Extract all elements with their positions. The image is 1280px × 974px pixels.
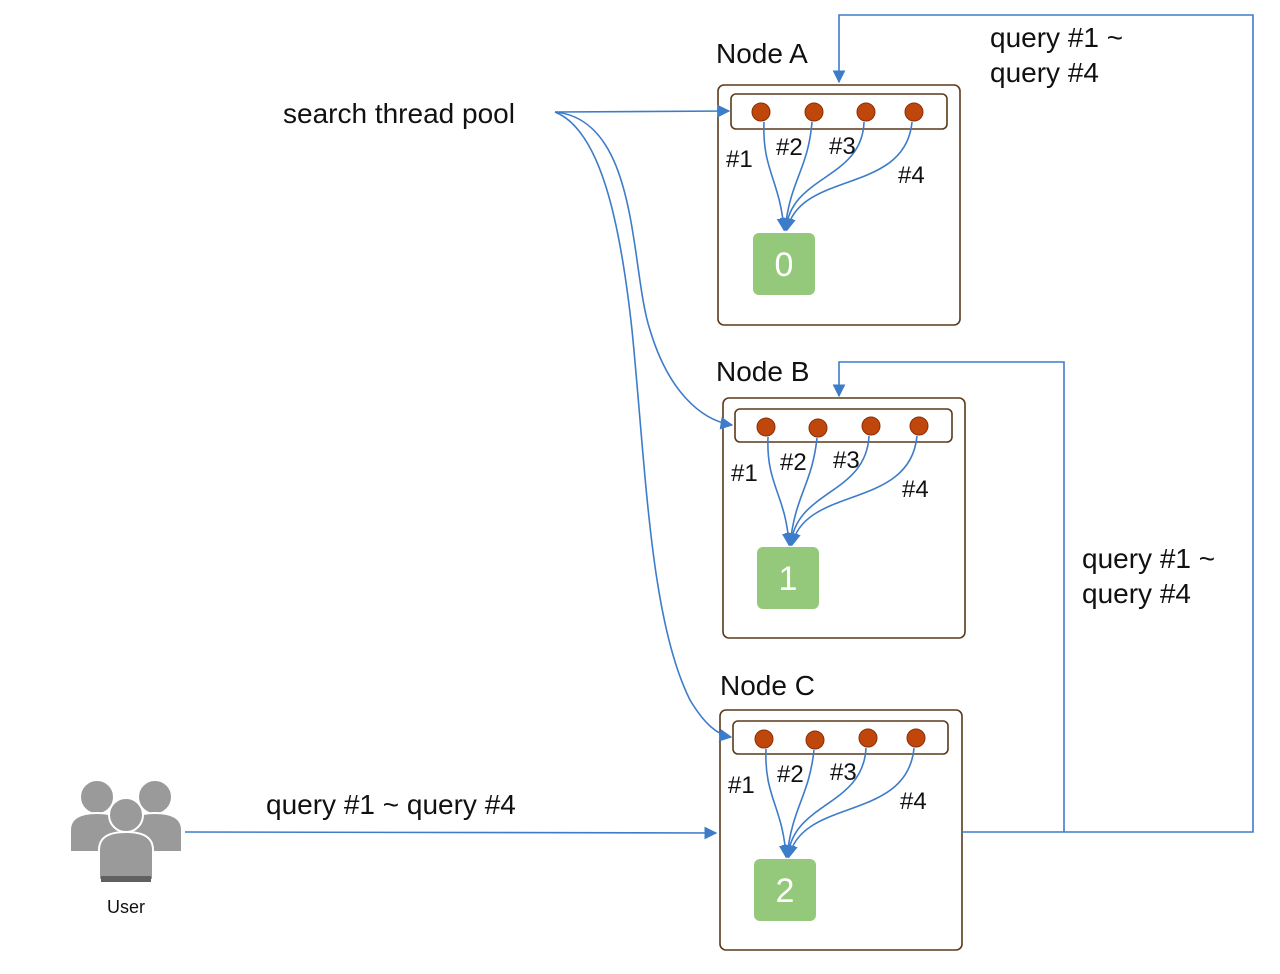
node-c-label-4: #4 [900,788,927,815]
node-c-thread-pool [732,720,949,755]
node-b-label-1: #1 [731,460,758,487]
node-b-thread-4 [909,416,929,436]
node-c-label-2: #2 [777,761,804,788]
forward-label-a-line1: query #1 ~ [990,22,1123,53]
node-a-thread-pool [730,93,948,130]
node-a: Node A #1 #2 #3 #4 0 [716,38,961,326]
node-b-label-2: #2 [780,449,807,476]
node-b-thread-3-arrow [785,435,870,547]
node-a-thread-2-arrow [779,121,813,232]
pool-pointer-arrows [554,104,734,742]
pool-arrow-to-c [554,111,733,742]
node-a-shard-label: 0 [775,246,794,284]
node-c-shard-label: 2 [776,872,795,910]
node-a-shard [753,233,815,295]
node-b-thread-pool [734,408,953,443]
user-label: User [107,897,145,917]
node-b-shard [757,547,819,609]
node-c-shard [754,859,816,921]
node-b-thread-1-arrow [767,436,795,547]
forward-arrow-to-b [832,361,1065,832]
node-a-label-2: #2 [776,134,803,161]
node-c-thread-4 [906,728,926,748]
pool-arrow-to-a [554,104,731,118]
user-icon [69,779,183,882]
node-a-label-1: #1 [726,146,753,173]
node-a-thread-4-arrow [783,121,913,232]
node-a-thread-2 [804,102,824,122]
node-a-label-3: #3 [829,133,856,160]
node-c-thread-3-arrow [782,747,867,859]
node-c-thread-2-arrow [781,749,815,859]
node-b-thread-3 [861,416,881,436]
node-a-thread-1 [751,102,771,122]
node-a-thread-3-arrow [780,121,865,232]
node-a-label-4: #4 [898,162,925,189]
node-a-thread-3 [856,102,876,122]
node-a-thread-4 [904,102,924,122]
node-c-thread-1 [754,729,774,749]
pool-arrow-to-b [554,111,734,430]
node-a-title: Node A [716,38,808,69]
forward-label-b-line1: query #1 ~ [1082,543,1215,574]
node-c-thread-2 [805,730,825,750]
node-b-label-3: #3 [833,447,860,474]
node-c-thread-1-arrow [765,748,792,859]
node-c-title: Node C [720,670,815,701]
node-c-thread-4-arrow [785,747,915,859]
node-b-thread-4-arrow [788,435,918,547]
forward-label-b-line2: query #4 [1082,578,1191,609]
user-query-arrow [184,826,718,840]
user-query-label: query #1 ~ query #4 [266,789,516,820]
node-b-label-4: #4 [902,476,929,503]
forward-arrow-to-a [832,14,1254,833]
search-thread-pool-label: search thread pool [283,98,515,129]
forward-label-a-line2: query #4 [990,57,1099,88]
node-b: Node B #1 #2 #3 #4 1 [716,356,966,639]
node-c-label-1: #1 [728,772,755,799]
node-b-title: Node B [716,356,809,387]
node-b-thread-2 [808,418,828,438]
node-a-thread-1-arrow [763,121,790,232]
node-c-thread-3 [858,728,878,748]
node-c: Node C #1 #2 #3 #4 2 [719,670,963,951]
node-b-thread-2-arrow [784,437,818,547]
node-b-thread-1 [756,417,776,437]
node-c-label-3: #3 [830,759,857,786]
node-b-shard-label: 1 [779,560,798,598]
